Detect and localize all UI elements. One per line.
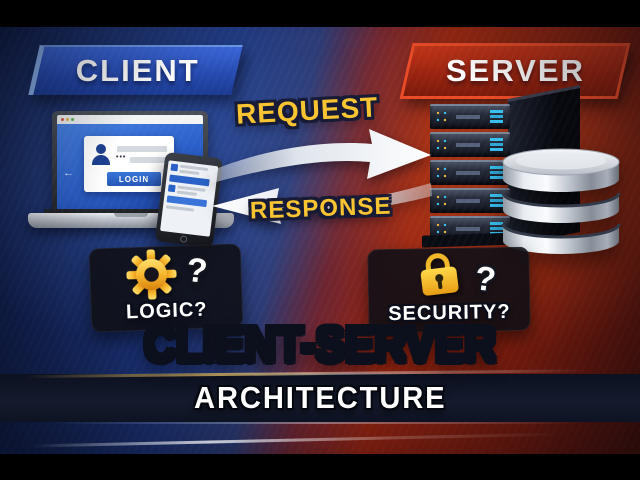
phone-home-button <box>179 235 188 244</box>
login-button: LOGIN <box>107 172 161 186</box>
security-question-mark: ? <box>472 259 498 300</box>
server-unit <box>430 160 510 185</box>
light-streak <box>0 430 640 449</box>
response-label: RESPONSE <box>249 192 392 225</box>
letterbox-bottom <box>0 454 640 480</box>
client-banner: CLIENT <box>28 45 243 95</box>
server-banner: SERVER <box>399 43 631 99</box>
username-field <box>117 146 167 152</box>
subtitle: ARCHITECTURE <box>193 380 447 415</box>
padlock-icon <box>416 251 461 297</box>
window-minimize-icon <box>66 118 69 121</box>
window-maximize-icon <box>71 118 74 121</box>
password-dots: ••• <box>116 154 127 161</box>
login-button-label: LOGIN <box>118 174 150 184</box>
server-label: SERVER <box>445 53 585 88</box>
server-unit <box>430 188 510 213</box>
avatar-torso <box>92 155 110 165</box>
avatar-head <box>96 144 106 154</box>
user-avatar-icon <box>91 144 111 168</box>
server-unit <box>430 104 510 129</box>
window-close-icon <box>61 118 64 121</box>
phone-text-lines <box>165 205 194 212</box>
phone-text-lines <box>176 185 206 197</box>
client-label: CLIENT <box>75 53 200 88</box>
phone-avatar-icon <box>170 163 179 172</box>
phone-text-line <box>176 190 197 196</box>
letterbox-top <box>0 0 640 27</box>
gear-icon <box>126 249 177 300</box>
logic-question-mark: ? <box>184 250 210 291</box>
phone-text-line <box>179 169 200 176</box>
password-field <box>130 157 167 163</box>
server-rack-front <box>430 104 510 244</box>
artwork-background: CLIENT SERVER <box>0 27 640 454</box>
login-form-card: ••• LOGIN <box>84 136 174 192</box>
phone-text-line <box>165 205 194 212</box>
phone-avatar-icon <box>167 184 176 193</box>
padlock-body <box>420 266 460 297</box>
server-unit <box>430 132 510 157</box>
database-icon <box>501 148 621 254</box>
phone-text-lines <box>179 164 209 176</box>
subtitle-bar: ARCHITECTURE <box>0 374 640 424</box>
back-arrow-icon: ← <box>63 167 74 179</box>
main-title: CLIENT-SERVER <box>32 317 608 373</box>
browser-titlebar <box>57 115 203 124</box>
